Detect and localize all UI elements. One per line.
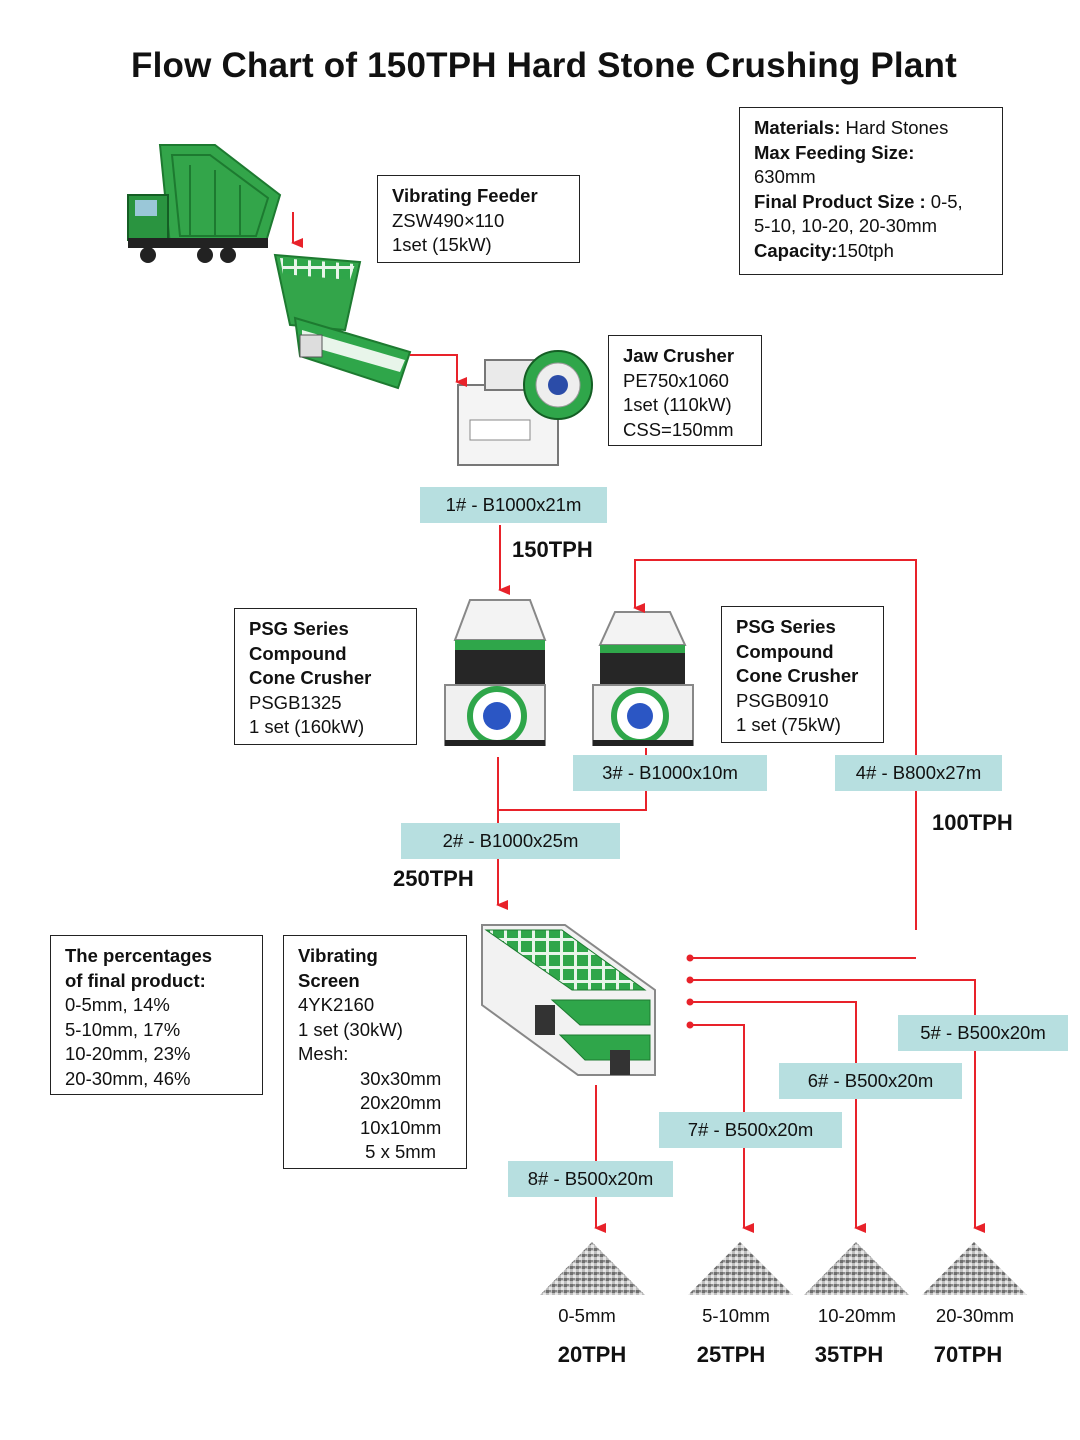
pile-20-30mm: [922, 1242, 1027, 1295]
screen-line2: Screen: [298, 969, 360, 991]
final-size-value-2: 5-10, 10-20, 20-30mm: [754, 215, 938, 236]
flow-150tph-label: 150TPH: [512, 537, 593, 562]
cone-crusher-2-box: PSG Series Compound Cone Crusher PSGB091…: [721, 606, 884, 743]
cone2-line1: PSG Series: [736, 616, 836, 637]
percentage-item: 10-20mm, 23%: [65, 1043, 191, 1064]
jaw-title: Jaw Crusher: [623, 345, 735, 366]
mesh-size: 20x20mm: [360, 1092, 442, 1113]
final-size-value-1: 0-5,: [925, 190, 963, 212]
percentage-item: 20-30mm, 46%: [65, 1067, 191, 1089]
belt-7-label: 7# - B500x20m: [659, 1112, 842, 1148]
product-piles: [540, 1242, 1027, 1295]
cone2-line2: Compound: [736, 640, 834, 662]
page-title: Flow Chart of 150TPH Hard Stone Crushing…: [131, 46, 957, 85]
percentages-title-1: The percentages: [65, 945, 213, 966]
flow-lines: [291, 212, 985, 1233]
product-size-label: 20-30mm: [935, 1305, 1015, 1326]
percentages-title-2: of final product:: [65, 969, 206, 991]
belt-8-label: 8# - B500x20m: [508, 1161, 673, 1197]
specs-box: Materials: Hard Stones Max Feeding Size:…: [739, 107, 1003, 275]
materials-value: Hard Stones: [840, 117, 949, 138]
capacity-label: Capacity:: [754, 239, 838, 261]
pile-0-5mm: [540, 1242, 645, 1295]
vibrating-screen-box: Vibrating Screen 4YK2160 1 set (30kW) Me…: [283, 935, 467, 1169]
product-output-label: 70TPH: [933, 1342, 1003, 1367]
belt-1-label: 1# - B1000x21m: [420, 487, 607, 523]
vibrating-screen-image: [481, 924, 656, 1076]
jaw-model: PE750x1060: [623, 369, 729, 391]
cone1-line1: PSG Series: [249, 618, 349, 639]
mesh-size: 10x10mm: [360, 1116, 442, 1138]
belt-4-label: 4# - B800x27m: [835, 755, 1002, 791]
screen-mesh-label: Mesh:: [298, 1043, 349, 1064]
flow-250tph-label: 250TPH: [393, 866, 474, 891]
cone-crusher-1-image: [444, 599, 547, 746]
product-output-label: 25TPH: [696, 1342, 766, 1367]
max-feed-label: Max Feeding Size:: [754, 141, 915, 163]
dump-truck-image: [127, 144, 282, 263]
max-feed-value: 630mm: [754, 166, 816, 187]
mesh-size: 30x30mm: [360, 1067, 442, 1089]
jaw-crusher-image: [457, 350, 593, 466]
cone2-qty: 1 set (75kW): [736, 714, 841, 735]
feeder-title: Vibrating Feeder: [392, 185, 538, 206]
product-size-label: 0-5mm: [558, 1305, 616, 1326]
percentage-item: 0-5mm, 14%: [65, 994, 170, 1015]
pile-5-10mm: [688, 1242, 793, 1295]
cone-crusher-1-box: PSG Series Compound Cone Crusher PSGB132…: [234, 608, 417, 745]
percentages-box: The percentages of final product: 0-5mm,…: [50, 935, 263, 1095]
product-size-label: 10-20mm: [817, 1305, 897, 1326]
vibrating-feeder-image: [273, 253, 412, 390]
screen-qty: 1 set (30kW): [298, 1018, 403, 1040]
product-output-label: 20TPH: [557, 1342, 627, 1367]
belt-6-label: 6# - B500x20m: [779, 1063, 962, 1099]
flow-100tph-label: 100TPH: [932, 810, 1013, 835]
product-size-label: 5-10mm: [702, 1305, 770, 1326]
belt-3-label: 3# - B1000x10m: [573, 755, 767, 791]
cone1-line2: Compound: [249, 642, 347, 664]
cone1-qty: 1 set (160kW): [249, 716, 365, 737]
cone1-model: PSGB1325: [249, 691, 342, 713]
jaw-css: CSS=150mm: [623, 418, 734, 440]
mesh-size: 5 x 5mm: [360, 1141, 437, 1162]
jaw-crusher-box: Jaw Crusher PE750x1060 1set (110kW) CSS=…: [608, 335, 762, 446]
feeder-model: ZSW490×110: [392, 209, 505, 231]
product-output-label: 35TPH: [814, 1342, 884, 1367]
cone2-model: PSGB0910: [736, 689, 829, 711]
materials-label: Materials:: [754, 117, 841, 138]
cone-crusher-2-image: [592, 611, 694, 746]
flow-junction-dots: [686, 954, 694, 1029]
percentage-item: 5-10mm, 17%: [65, 1018, 181, 1040]
vibrating-feeder-box: Vibrating Feeder ZSW490×110 1set (15kW): [377, 175, 580, 263]
screen-line1: Vibrating: [298, 945, 378, 966]
pile-10-20mm: [804, 1242, 909, 1295]
belt-2-label: 2# - B1000x25m: [401, 823, 620, 859]
capacity-value: 150tph: [837, 239, 894, 261]
cone2-line3: Cone Crusher: [736, 665, 859, 686]
feeder-qty: 1set (15kW): [392, 234, 492, 255]
cone1-line3: Cone Crusher: [249, 667, 372, 688]
belt-5-label: 5# - B500x20m: [898, 1015, 1068, 1051]
screen-model: 4YK2160: [298, 994, 375, 1015]
final-size-label: Final Product Size :: [754, 190, 926, 212]
jaw-qty: 1set (110kW): [623, 394, 732, 415]
